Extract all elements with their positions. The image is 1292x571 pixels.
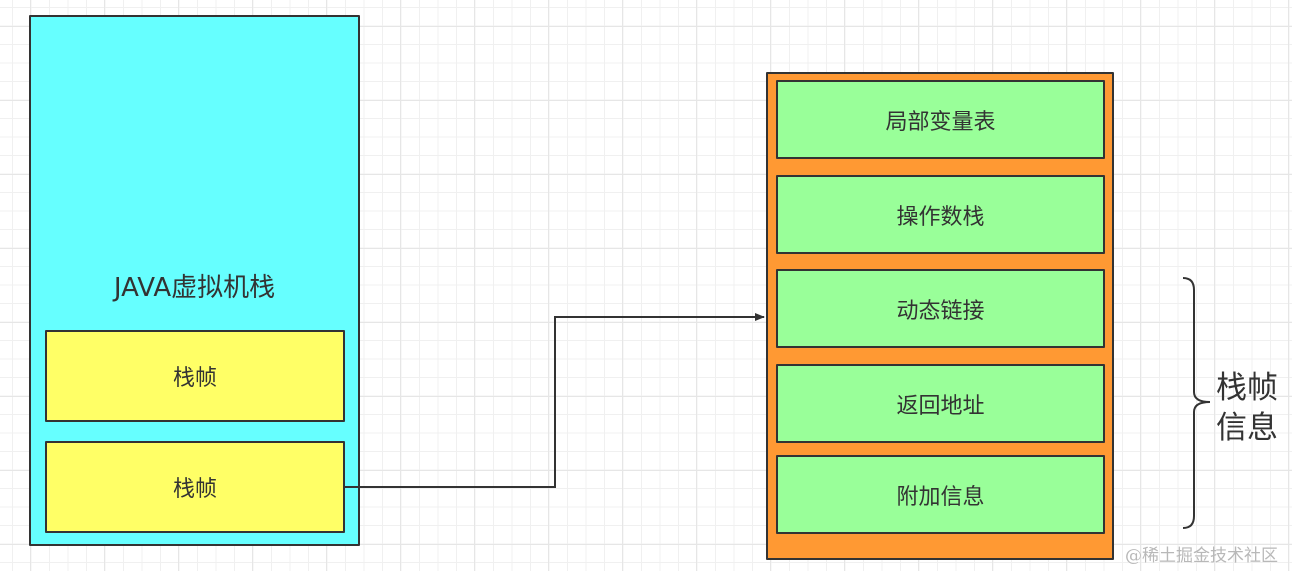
frame-info-label-line2: 信息: [1216, 410, 1278, 446]
stack-frame-1: 栈帧: [45, 330, 345, 422]
watermark: @稀土掘金技术社区: [1125, 546, 1278, 566]
stack-frame-2: 栈帧: [45, 441, 345, 533]
frame-info-label: 栈帧 信息: [1216, 368, 1286, 448]
return-address: 返回地址: [776, 364, 1105, 443]
local-variable-table-label: 局部变量表: [885, 109, 996, 135]
stack-frame-2-label: 栈帧: [172, 477, 217, 502]
additional-info-label: 附加信息: [896, 484, 985, 510]
additional-info: 附加信息: [776, 455, 1105, 534]
frame-info-label-line1: 栈帧: [1216, 370, 1278, 406]
return-address-label: 返回地址: [896, 393, 985, 419]
frame-to-dynamic-linking-arrow: [345, 313, 765, 488]
dynamic-linking: 动态链接: [776, 269, 1105, 348]
curly-brace-icon: [1182, 277, 1211, 529]
stack-frame-1-label: 栈帧: [172, 366, 217, 391]
dynamic-linking-label: 动态链接: [896, 298, 985, 324]
jvm-stack-label: JAVA虚拟机栈: [113, 273, 276, 303]
local-variable-table: 局部变量表: [776, 80, 1105, 159]
operand-stack-label: 操作数栈: [896, 204, 985, 230]
operand-stack: 操作数栈: [776, 175, 1105, 254]
